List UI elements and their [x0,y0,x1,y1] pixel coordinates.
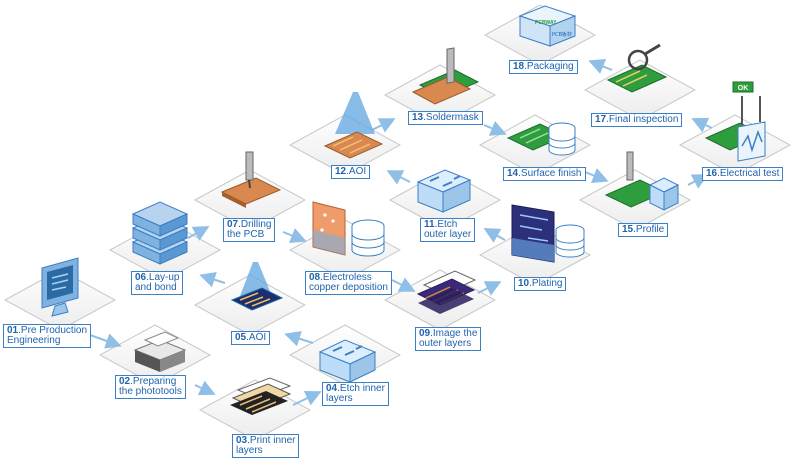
box-text: PCB板材 [552,31,572,38]
arrow-17-18 [588,59,613,74]
step-number: 05 [235,332,247,343]
step-number: 13 [412,112,424,123]
copper-board-icon [312,201,346,256]
step-number: 07 [227,219,239,230]
step-text: .Soldermask [423,112,479,123]
step-number: 02 [119,376,131,387]
step-number: 06 [135,272,147,283]
arrow-16-17 [691,117,713,133]
step-number: 01 [7,325,19,336]
electrical-test-icon: OK [704,81,766,162]
arrow-01-02 [89,333,122,349]
step-number: 14 [507,168,519,179]
monitor-icon [41,257,79,317]
tile-17 [583,59,697,121]
arrow-10-11 [483,228,506,243]
step-text: .AOI [246,332,267,343]
arrow-02-03 [194,380,216,396]
step-text: .Image the outer layers [419,328,478,349]
aoi-scan-icon [230,262,284,311]
step-text: .Preparing the phototools [119,376,182,397]
outer-layer-image-icon [416,270,477,314]
arrow-07-08 [282,228,307,243]
step-number: 11 [424,219,435,230]
arrow-06-07 [187,226,210,241]
profile-router-icon [604,151,680,211]
step-label-13: 13.Soldermask [408,111,483,125]
plating-board-icon [511,204,555,263]
step-text: .Plating [529,278,563,289]
step-label-18: 18.Packaging [509,60,578,74]
printer-icon [133,331,187,372]
step-number: 12 [335,166,347,177]
step-text: .Print inner layers [236,435,296,456]
step-text: .Surface finish [518,168,582,179]
step-label-01: 01.Pre Production Engineering [3,324,92,348]
database-icon [351,219,385,257]
arrow-05-06 [199,272,226,288]
step-text: .Pre Production Engineering [7,325,88,346]
step-number: 16 [706,168,718,179]
arrow-12-13 [371,118,396,133]
final-inspection-icon [606,43,668,93]
arrow-04-05 [284,331,314,347]
step-number: 03 [236,435,248,446]
arrow-08-09 [391,277,416,292]
step-text: .Electroless copper deposition [309,272,388,293]
step-label-04: 04.Etch inner layers [322,382,389,406]
etch-block-icon [416,169,472,213]
ok-tag: OK [738,85,749,92]
step-text: .AOI [346,166,367,177]
inner-layer-sheet-icon [230,377,292,415]
arrow-13-14 [483,120,507,136]
step-text: .Etch inner layers [326,383,385,404]
step-text: .Lay-up and bond [135,272,180,293]
step-label-16: 16.Electrical test [702,167,784,181]
step-number: 08 [309,272,321,283]
step-number: 04 [326,383,338,394]
step-label-15: 15.Profile [618,223,669,237]
step-label-17: 17.Final inspection [591,113,683,127]
step-number: 17 [595,114,607,125]
aoi-scan-icon [323,92,384,159]
flow-arrows [89,59,713,406]
step-number: 18 [513,61,525,72]
step-number: 09 [419,328,431,339]
etch-block-icon [318,339,377,383]
step-text: .Etch outer layer [424,219,472,240]
database-icon [548,122,576,156]
step-label-05: 05.AOI [231,331,271,345]
step-label-07: 07.Drilling the PCB [223,218,276,242]
database-icon [555,224,585,258]
soldermask-board-icon [411,47,480,105]
step-label-11: 11.Etch outer layer [420,218,476,242]
step-label-14: 14.Surface finish [503,167,586,181]
step-text: .Electrical test [717,168,780,179]
arrow-11-12 [386,170,411,185]
step-text: .Profile [633,224,665,235]
arrow-03-04 [292,390,322,406]
step-number: 15 [622,224,634,235]
step-text: .Packaging [524,61,574,72]
box-logo: PCBWAY [535,20,557,26]
step-label-02: 02.Preparing the phototools [115,375,186,399]
step-label-10: 10.Plating [514,277,567,291]
step-text: .Drilling the PCB [227,219,272,240]
packaging-box-icon: PCBWAY PCB板材 [518,5,577,47]
layer-stack-icon [131,201,189,265]
drill-icon [220,151,282,208]
step-label-12: 12.AOI [331,165,371,179]
step-label-06: 06.Lay-up and bond [131,271,184,295]
step-label-03: 03.Print inner layers [232,434,300,458]
step-label-08: 08.Electroless copper deposition [305,271,392,295]
arrow-09-10 [477,281,502,296]
step-number: 10 [518,278,530,289]
step-text: .Final inspection [606,114,679,125]
step-label-09: 09.Image the outer layers [415,327,482,351]
arrow-14-15 [584,168,609,183]
